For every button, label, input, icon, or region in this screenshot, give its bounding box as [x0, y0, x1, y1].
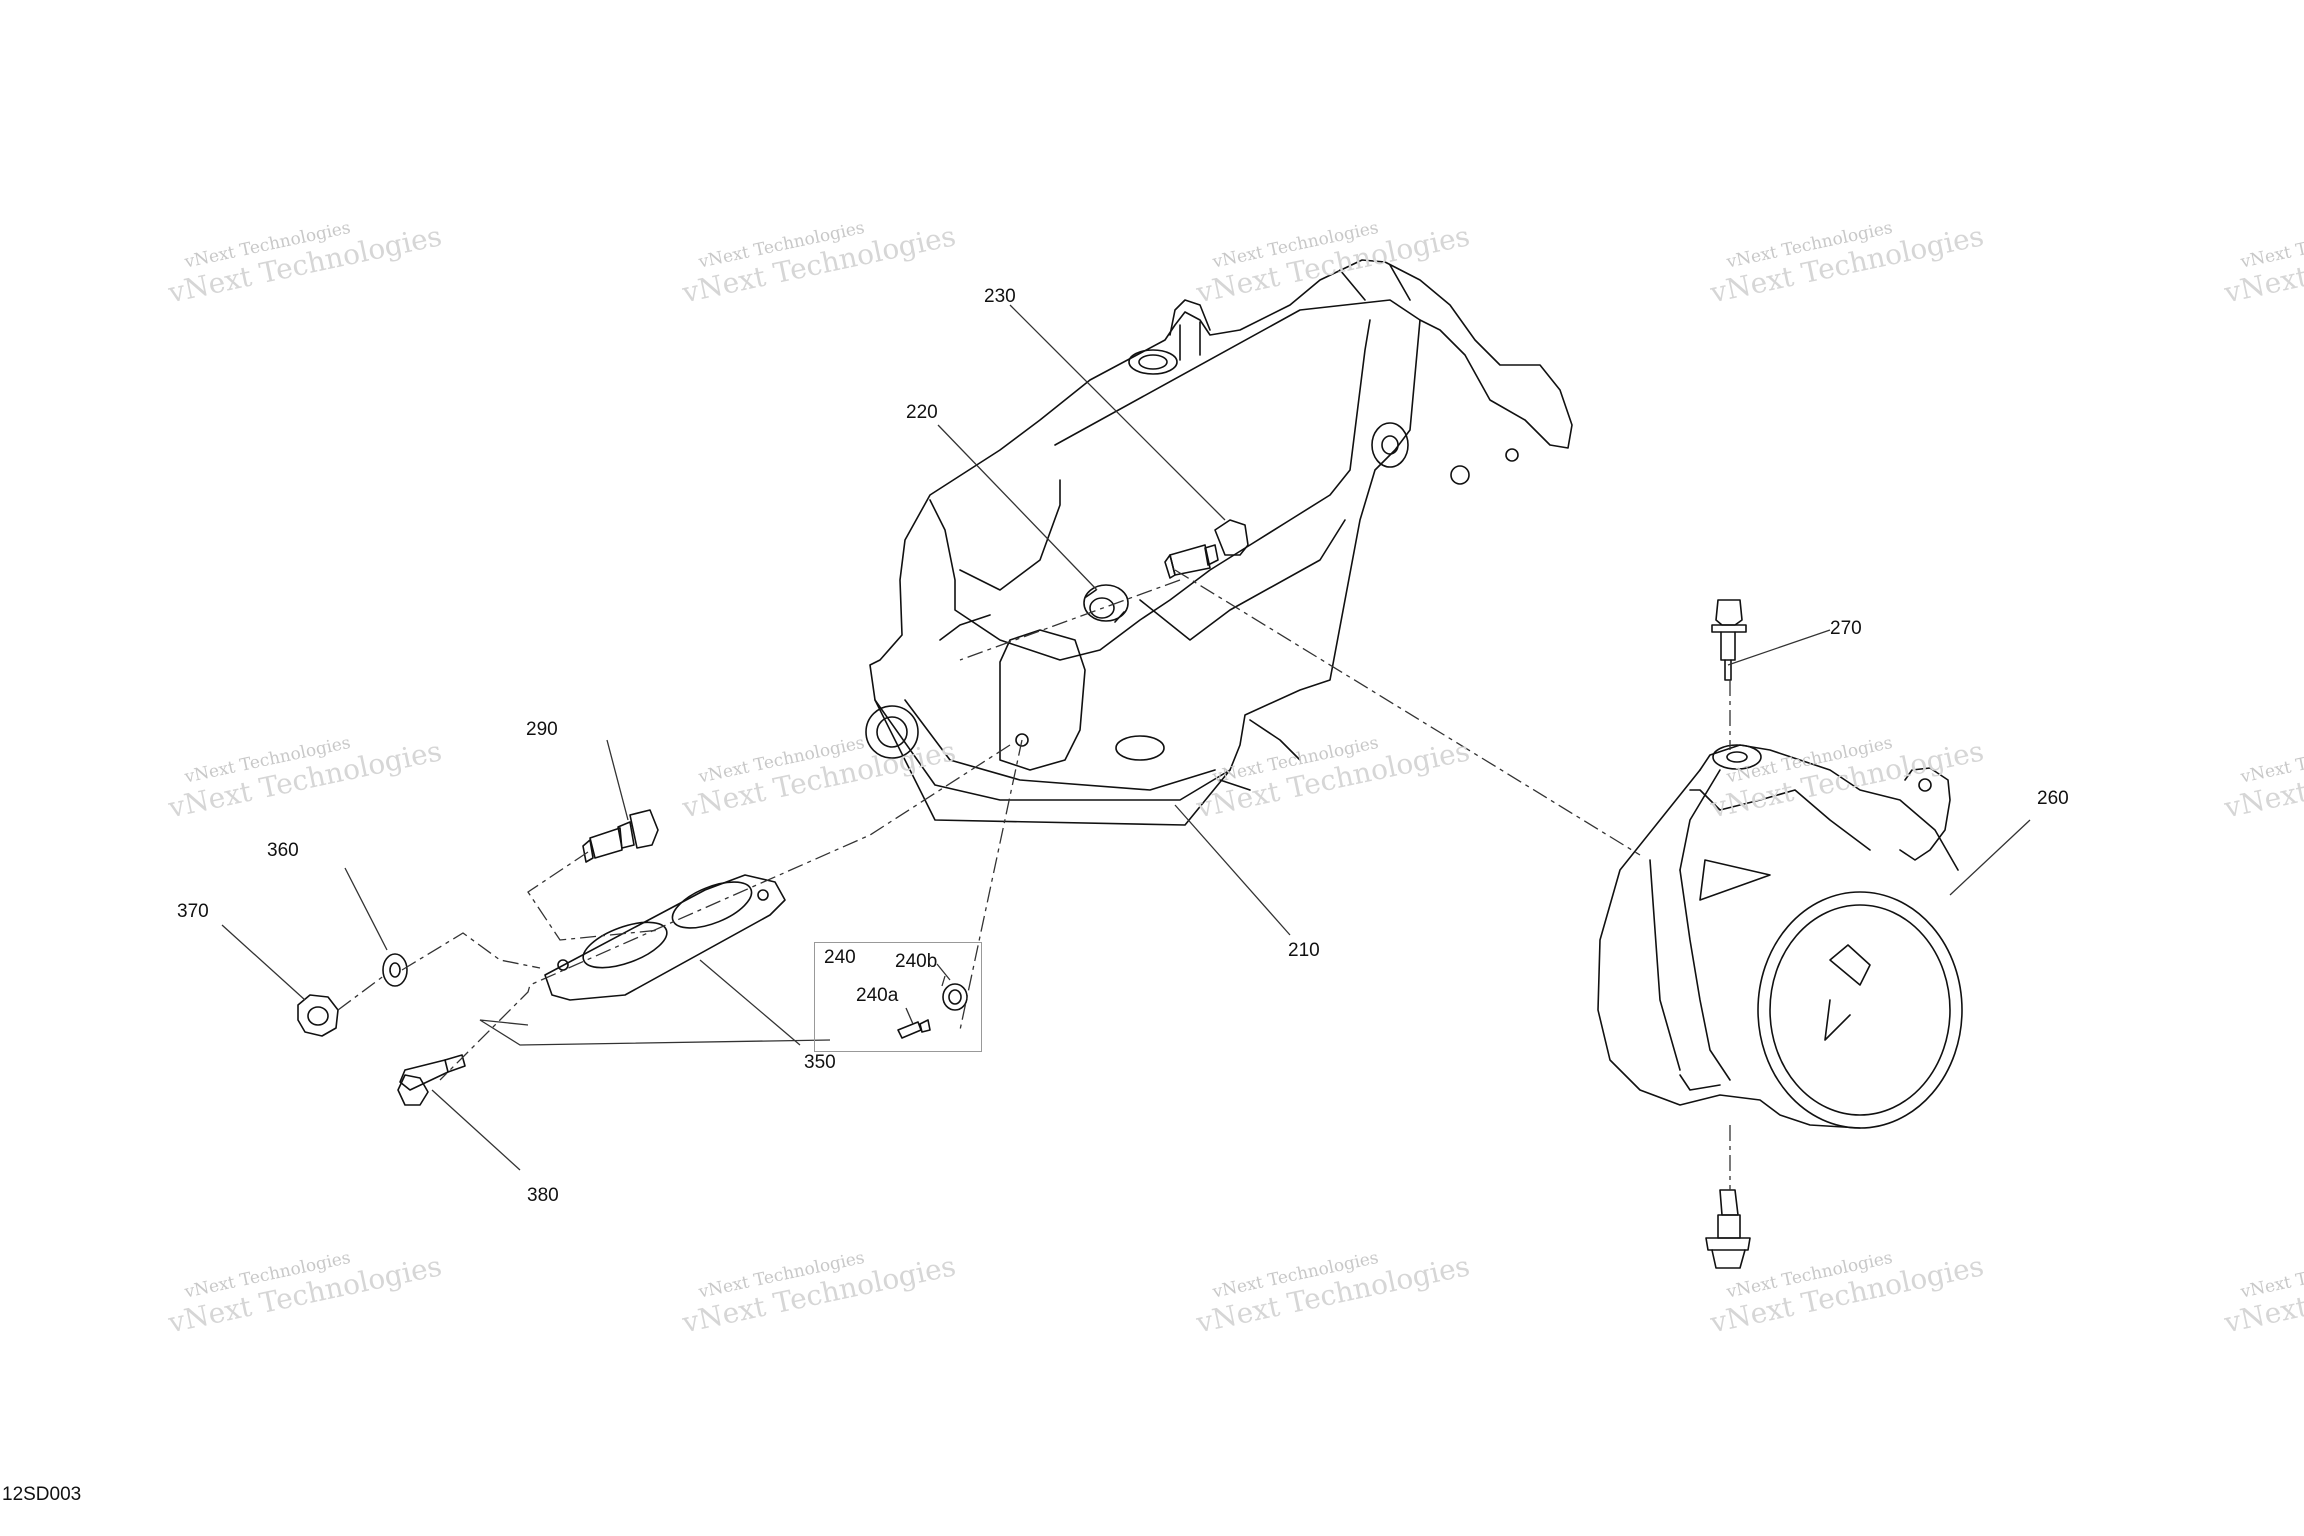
bolt-lower-nozzle: [1705, 1189, 1751, 1269]
callout-370: 370: [177, 901, 209, 922]
callout-240b: 240b: [895, 951, 938, 972]
callout-290: 290: [526, 719, 558, 740]
bolt-290: [582, 809, 659, 863]
bolt-230: [1164, 519, 1249, 579]
figure-id: 12SD003: [2, 1484, 82, 1505]
bolt-270: [1711, 599, 1747, 681]
nut-370: [297, 994, 339, 1037]
bolt-380: [397, 1054, 466, 1106]
callout-240: 240: [824, 947, 856, 968]
callout-220: 220: [906, 402, 938, 423]
screw-240a: [897, 1019, 931, 1039]
callout-360: 360: [267, 840, 299, 861]
callout-350: 350: [804, 1052, 836, 1073]
bracket-210: [865, 259, 1573, 826]
assembly-centerlines: [337, 569, 1731, 1190]
kit-240-box: [814, 942, 982, 1052]
callout-210: 210: [1288, 940, 1320, 961]
nozzle-260: [1597, 744, 1963, 1129]
callout-230: 230: [984, 286, 1016, 307]
callout-240a: 240a: [856, 985, 899, 1006]
callout-260: 260: [2037, 788, 2069, 809]
spacer-220: [1083, 584, 1129, 623]
callout-leaders: [221, 304, 2031, 1171]
callout-270: 270: [1830, 618, 1862, 639]
plate-350: [544, 874, 786, 1001]
callout-380: 380: [527, 1185, 559, 1206]
washer-360: [382, 953, 408, 987]
